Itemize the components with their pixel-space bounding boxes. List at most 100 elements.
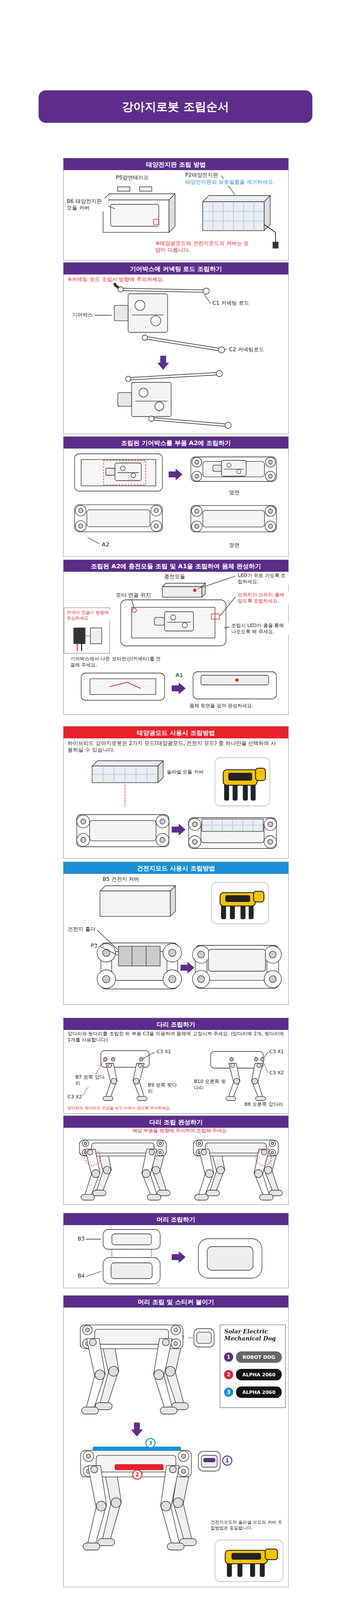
section-header: 태양광모드 사용시 조립방법 bbox=[63, 727, 289, 739]
panel-cable bbox=[264, 224, 276, 243]
label-anchor: B7 왼쪽 앞다리 bbox=[74, 1074, 106, 1088]
leg-joint bbox=[90, 1466, 98, 1474]
leader-line bbox=[97, 931, 118, 950]
rod-eye bbox=[142, 335, 148, 341]
case-seam bbox=[117, 472, 139, 473]
hip-axle bbox=[158, 1152, 162, 1155]
hip-joint bbox=[157, 1140, 164, 1148]
head-top-inner bbox=[111, 1234, 152, 1246]
leader-line bbox=[107, 206, 115, 209]
label-anchor: B9 왼쪽 뒷다리 bbox=[146, 1082, 178, 1096]
part-name: C1 커넥팅 로드 bbox=[211, 300, 251, 307]
screw-c3 bbox=[229, 1058, 234, 1062]
label-anchor: 기어박스에서 나온 모터전선(커넥터)를 연결해 주세요. bbox=[69, 656, 164, 669]
hip-joint bbox=[264, 818, 277, 831]
foot bbox=[81, 1407, 99, 1415]
gear bbox=[131, 473, 136, 478]
photo-frame bbox=[214, 1540, 283, 1583]
photo-panel bbox=[225, 895, 251, 903]
section-header: 머리 조립하기 bbox=[63, 1214, 289, 1226]
leader-line bbox=[85, 1272, 101, 1278]
foot bbox=[97, 1539, 115, 1547]
connecting-rod-inner bbox=[151, 419, 229, 426]
knee-joint bbox=[133, 1078, 140, 1085]
part-count: C3 X2 bbox=[268, 1070, 285, 1077]
knee-joint bbox=[251, 1078, 258, 1085]
sticker-strip bbox=[114, 1465, 164, 1471]
label-anchor: 커넥터 연결시 방향에 조심하세요 bbox=[65, 610, 111, 622]
step-arrow bbox=[180, 963, 194, 974]
hip-joint bbox=[188, 818, 201, 831]
box-side bbox=[168, 193, 176, 233]
gear bbox=[120, 466, 126, 471]
label-anchor: 앞다리와 뒷다리를 조립한 뒤 부품 C3을 이용하여 몸체에 고정시켜 주세요… bbox=[66, 1031, 286, 1044]
knee-joint bbox=[91, 1170, 100, 1179]
box-side bbox=[201, 583, 206, 598]
assembly-guide bbox=[111, 1250, 112, 1258]
label-anchor: 정면 bbox=[228, 542, 241, 549]
knee-joint bbox=[94, 1370, 105, 1381]
body-panel bbox=[94, 1330, 169, 1346]
hip-axle bbox=[197, 1142, 201, 1146]
hip-axle bbox=[192, 839, 197, 845]
wire bbox=[81, 644, 83, 652]
circle-shape bbox=[224, 1389, 233, 1398]
hip-axle bbox=[268, 474, 273, 479]
photo-leg bbox=[221, 905, 226, 920]
leader-line bbox=[143, 1053, 155, 1060]
solar-cell-line bbox=[92, 774, 158, 776]
hip-axle bbox=[268, 460, 273, 465]
motor bbox=[105, 468, 115, 476]
knee-joint bbox=[216, 1167, 225, 1175]
section-title: 건전지모드 사용시 조립방법 bbox=[136, 865, 215, 873]
leg-joint bbox=[149, 1149, 155, 1156]
hip-axle bbox=[271, 1152, 274, 1155]
hip-axle bbox=[78, 508, 83, 513]
screw-c3 bbox=[111, 1058, 115, 1062]
leader-line bbox=[263, 1061, 268, 1074]
label-anchor: B5 건전지 커버 bbox=[101, 876, 141, 884]
section-header: 조립된 A2에 충전모듈 조립 및 A1을 조립하여 몸체 완성하기 bbox=[63, 560, 289, 573]
gear bbox=[150, 315, 162, 326]
connector bbox=[90, 628, 102, 645]
connecting-rod bbox=[128, 373, 220, 380]
instruction-note: LED가 위로 가도록 조립하세요. bbox=[236, 573, 290, 586]
leader-line bbox=[99, 946, 118, 956]
body-panel bbox=[89, 679, 156, 695]
knee-joint bbox=[161, 1502, 171, 1512]
foot bbox=[82, 1543, 100, 1551]
circle-shape bbox=[146, 1439, 156, 1449]
hip-joint bbox=[82, 1140, 90, 1148]
section-header: 건전지모드 사용시 조립방법 bbox=[63, 862, 289, 875]
box-front bbox=[202, 201, 265, 231]
rod-eye bbox=[118, 286, 124, 293]
step-arrow bbox=[171, 683, 186, 695]
sticker-text: ALPHA 2060 bbox=[242, 1372, 276, 1379]
leader-line bbox=[220, 597, 236, 617]
head-shell bbox=[198, 1452, 221, 1473]
leg-thigh bbox=[153, 1339, 173, 1376]
section-title: 다리 조립 완성하기 bbox=[149, 1119, 203, 1127]
knee-joint bbox=[111, 1498, 121, 1509]
knee-joint bbox=[264, 1167, 272, 1175]
box-front bbox=[162, 587, 202, 598]
knee-joint bbox=[154, 1370, 164, 1381]
connecting-rod bbox=[151, 419, 229, 426]
instruction-note: 몸체 윗면을 덮어 완성하세요. bbox=[188, 703, 255, 710]
hip-joint bbox=[171, 1339, 181, 1350]
sticker-sheet: Solar Electric Mechanical Dog1ROBOT DOG2… bbox=[219, 1325, 286, 1409]
connecting-rod-inner bbox=[120, 289, 207, 292]
instruction-note: 조립시 LED가 홈을 통해 나오도록 해 주세요. bbox=[230, 623, 290, 636]
hip-axle bbox=[197, 951, 205, 959]
section-header: 다리 조립하기 bbox=[63, 1018, 289, 1031]
knee-joint bbox=[108, 1367, 119, 1377]
box-side bbox=[170, 886, 176, 917]
callout-digit: 3 bbox=[148, 1441, 153, 1447]
photo-head bbox=[253, 891, 264, 903]
label-anchor: B4 bbox=[76, 1273, 86, 1281]
connecting-rod-inner bbox=[128, 373, 220, 380]
callout-digit: 3 bbox=[226, 1390, 231, 1396]
part-name: B4 bbox=[76, 1273, 86, 1281]
warning-note: ※태양광모드와 건전지모드의 커버는 모양이 다릅니다. bbox=[154, 240, 251, 254]
